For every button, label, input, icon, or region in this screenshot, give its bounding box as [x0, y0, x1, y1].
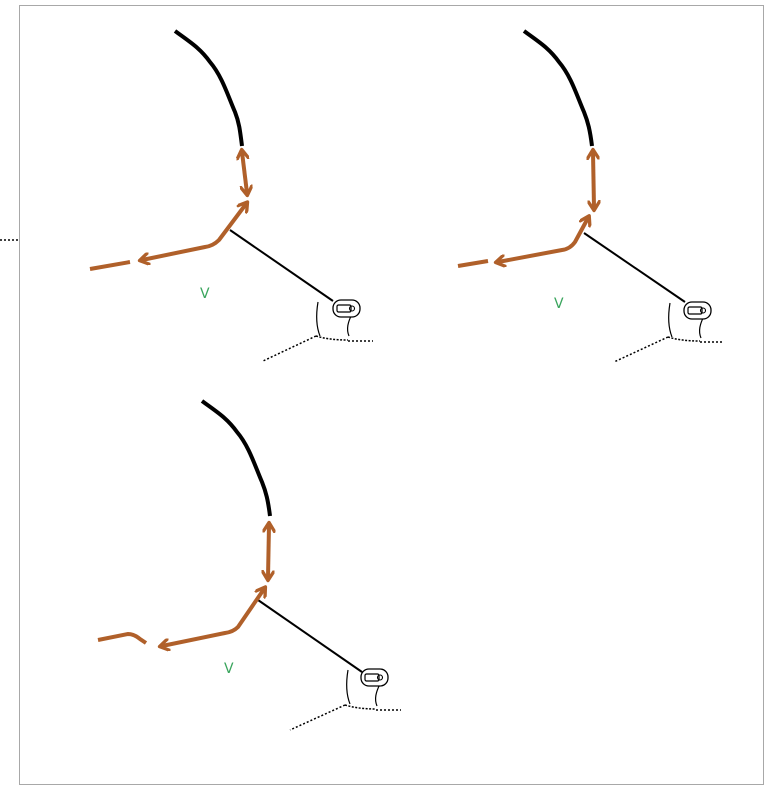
arrow-tail-segment — [97, 631, 148, 645]
panel-label: V — [554, 296, 564, 312]
thick-curve — [173, 29, 244, 147]
panel-top-left: V — [89, 29, 373, 362]
bent-double-arrow — [162, 589, 264, 646]
arrow-tail-segment — [89, 260, 131, 271]
panel-label: V — [200, 286, 210, 302]
panel-top-right: V — [457, 29, 724, 363]
instrument-glyph — [613, 301, 724, 363]
connector-line — [257, 599, 363, 673]
panel-bottom-left: V — [97, 399, 401, 731]
arrow-tail-segment — [457, 259, 489, 268]
thick-curve — [522, 29, 594, 147]
instrument-glyph — [289, 668, 401, 731]
bent-double-arrow — [142, 204, 246, 260]
double-arrow-vertical — [242, 152, 247, 193]
bent-double-arrow — [498, 218, 588, 262]
panel-label: V — [224, 661, 234, 677]
connector-line — [583, 232, 686, 303]
double-arrow-vertical — [593, 152, 594, 208]
connector-line — [229, 229, 334, 302]
double-arrow-vertical — [268, 525, 269, 578]
thick-curve — [200, 399, 272, 517]
instrument-glyph — [262, 299, 373, 362]
